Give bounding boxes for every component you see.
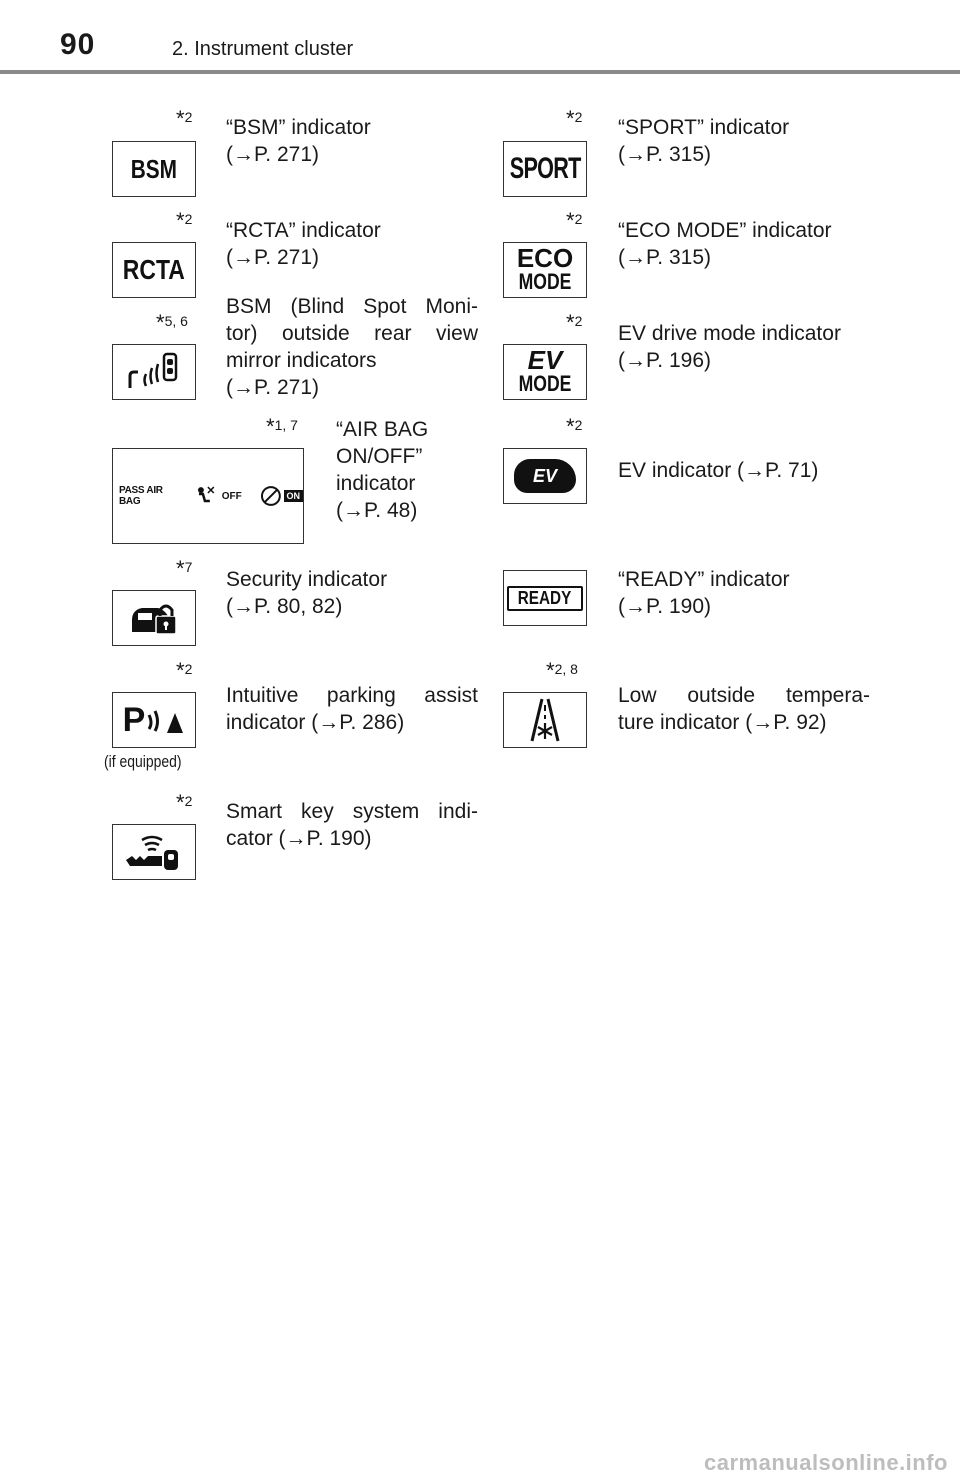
sport-indicator-icon: SPORT bbox=[503, 141, 587, 197]
bsm-mirror-indicator-icon bbox=[112, 344, 196, 400]
airbag-indicator-icon: PASS AIR BAG OFF ON bbox=[112, 448, 304, 544]
sport-indicator-description: “SPORT” indicator(→P. 315) bbox=[618, 116, 790, 166]
eco-mode-indicator-icon: ECO MODE bbox=[503, 242, 587, 298]
smart-key-system-indicator-description: Smart key system indi-cator (→P. 190) bbox=[226, 800, 478, 850]
seatbelt-icon bbox=[260, 486, 281, 506]
footnote-marker: *2 bbox=[176, 658, 193, 683]
ev-indicator-description: EV indicator (→P. 71) bbox=[618, 459, 819, 482]
footnote-marker: *5, 6 bbox=[156, 310, 188, 335]
security-indicator-description: Security indicator(→P. 80, 82) bbox=[226, 568, 388, 618]
footnote-marker: *2, 8 bbox=[546, 658, 578, 683]
parking-assist-indicator-icon: P bbox=[112, 692, 196, 748]
bsm-mirror-indicator-description: BSM (Blind Spot Moni-tor) outside rear v… bbox=[226, 295, 478, 399]
footnote-marker: *2 bbox=[176, 790, 193, 815]
low-outside-temperature-indicator-icon bbox=[503, 692, 587, 748]
low-outside-temperature-indicator-description: Low outside tempera-ture indicator (→P. … bbox=[618, 684, 870, 734]
bsm-indicator-icon: BSM bbox=[112, 141, 196, 197]
smart-key-system-indicator-icon bbox=[112, 824, 196, 880]
page-number: 90 bbox=[60, 28, 96, 61]
watermark: carmanualsonline.info bbox=[704, 1450, 948, 1475]
footnote-marker: *7 bbox=[176, 556, 193, 581]
airbag-seat-icon bbox=[197, 486, 215, 503]
footnote-marker: *2 bbox=[176, 106, 193, 131]
footnote-marker: *1, 7 bbox=[266, 414, 298, 439]
rcta-indicator-description: “RCTA” indicator(→P. 271) bbox=[226, 219, 381, 269]
ready-indicator-description: “READY” indicator(→P. 190) bbox=[618, 568, 790, 618]
ev-mode-indicator-description: EV drive mode indicator(→P. 196) bbox=[618, 322, 841, 372]
footnote-marker: *2 bbox=[566, 208, 583, 233]
ready-indicator-icon: READY bbox=[503, 570, 587, 626]
if-equipped-note: (if equipped) bbox=[104, 752, 182, 771]
footnote-marker: *2 bbox=[566, 106, 583, 131]
page-header: 90 2. Instrument cluster bbox=[0, 0, 960, 76]
sonar-waves-icon bbox=[147, 710, 184, 733]
footnote-marker: *2 bbox=[176, 208, 193, 233]
section-title: 2. Instrument cluster bbox=[172, 38, 354, 60]
footnote-marker: *2 bbox=[566, 310, 583, 335]
eco-mode-indicator-description: “ECO MODE” indicator(→P. 315) bbox=[618, 219, 832, 269]
security-indicator-icon bbox=[112, 590, 196, 646]
rcta-indicator-icon: RCTA bbox=[112, 242, 196, 298]
ev-mode-indicator-icon: EV MODE bbox=[503, 344, 587, 400]
header-divider bbox=[0, 70, 960, 74]
bsm-indicator-description: “BSM” indicator(→P. 271) bbox=[226, 116, 371, 166]
footnote-marker: *2 bbox=[566, 414, 583, 439]
ev-indicator-icon: EV bbox=[503, 448, 587, 504]
